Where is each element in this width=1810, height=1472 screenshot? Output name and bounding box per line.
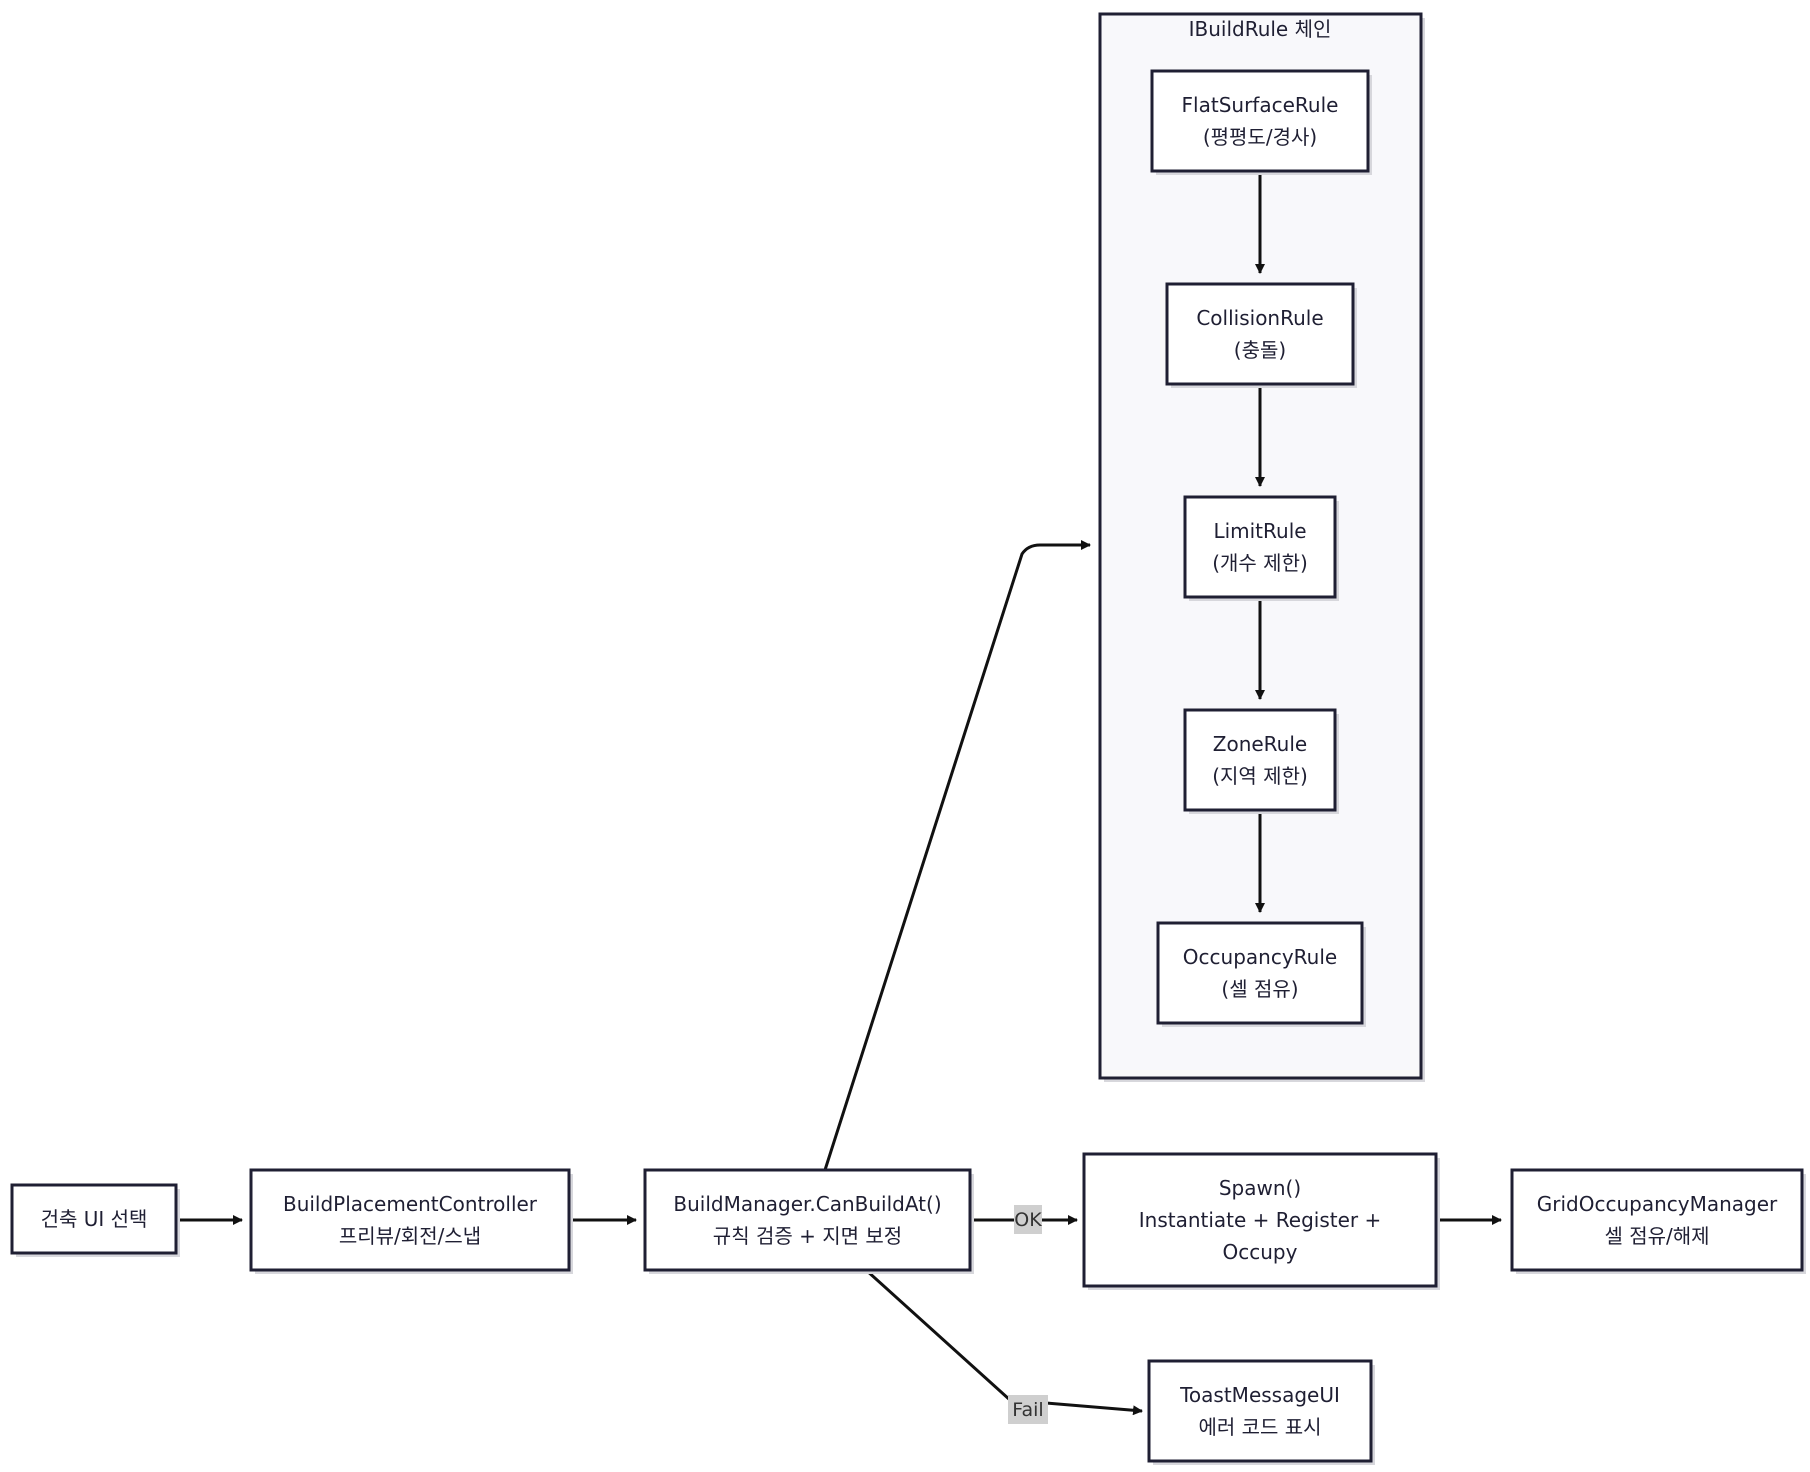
node-label-line: 에러 코드 표시: [1198, 1415, 1321, 1439]
node-grid-occupancy-manager: GridOccupancyManager 셀 점유/해제: [1510, 1168, 1806, 1274]
svg-text:CollisionRule(충돌): CollisionRule (충돌): [1196, 306, 1323, 362]
node-label-line: Occupy: [1223, 1240, 1298, 1264]
svg-text:BuildManager.CanBuildAt()규칙 검증: BuildManager.CanBuildAt() 규칙 검증 + 지면 보정: [673, 1192, 941, 1248]
node-label-line: (지역 제한): [1212, 764, 1308, 788]
node-label-line: Instantiate + Register +: [1139, 1208, 1382, 1232]
node-build-manager: BuildManager.CanBuildAt() 규칙 검증 + 지면 보정: [643, 1168, 974, 1274]
nodes: 건축 UI 선택 BuildPlacementController 프리뷰/회전/…: [10, 69, 1806, 1465]
node-toast-message-ui: ToastMessageUI 에러 코드 표시: [1147, 1359, 1375, 1465]
node-label-line: (충돌): [1234, 338, 1286, 362]
node-label-line: (셀 점유): [1221, 977, 1298, 1001]
node-label-line: FlatSurfaceRule: [1182, 93, 1339, 117]
node-label-line: LimitRule: [1213, 519, 1306, 543]
svg-text:OccupancyRule(셀 점유): OccupancyRule (셀 점유): [1183, 945, 1337, 1001]
node-label-line: CollisionRule: [1196, 306, 1323, 330]
node-spawn: Spawn() Instantiate + Register + Occupy: [1082, 1152, 1440, 1290]
node-occupancy-rule: OccupancyRule (셀 점유): [1156, 921, 1366, 1027]
node-label-line: OccupancyRule: [1183, 945, 1337, 969]
edge-label-ok-text: OK: [1014, 1209, 1042, 1231]
group-title: IBuildRule 체인: [1189, 17, 1332, 41]
svg-text:LimitRule(개수 제한): LimitRule (개수 제한): [1212, 519, 1308, 575]
edge-manager-to-toast: [864, 1268, 1143, 1416]
svg-text:건축 UI 선택: 건축 UI 선택: [41, 1207, 148, 1231]
svg-text:Spawn()Instantiate + Register: Spawn() Instantiate + Register + Occupy: [1139, 1176, 1382, 1264]
node-label-line: Spawn(): [1219, 1176, 1301, 1200]
node-label-line: BuildManager.CanBuildAt(): [673, 1192, 941, 1216]
edges: [176, 171, 1502, 1416]
node-limit-rule: LimitRule (개수 제한): [1183, 495, 1339, 601]
svg-text:FlatSurfaceRule(평평도/경사): FlatSurfaceRule (평평도/경사): [1182, 93, 1339, 149]
node-label-line: (평평도/경사): [1203, 125, 1317, 149]
node-label-line: ToastMessageUI: [1179, 1383, 1340, 1407]
node-label-line: GridOccupancyManager: [1537, 1192, 1778, 1216]
svg-text:ZoneRule(지역 제한): ZoneRule (지역 제한): [1212, 732, 1308, 788]
node-build-placement-controller: BuildPlacementController 프리뷰/회전/스냅: [249, 1168, 573, 1274]
edge-label-ok: OK: [1014, 1205, 1042, 1234]
node-zone-rule: ZoneRule (지역 제한): [1183, 708, 1339, 814]
node-label-line: BuildPlacementController: [283, 1192, 538, 1216]
node-label-line: 규칙 검증 + 지면 보정: [713, 1224, 902, 1248]
node-select-ui: 건축 UI 선택: [10, 1183, 180, 1257]
edge-label-fail: Fail: [1008, 1395, 1048, 1424]
node-flat-surface-rule: FlatSurfaceRule (평평도/경사): [1150, 69, 1372, 175]
node-label-line: 건축 UI 선택: [41, 1207, 148, 1231]
node-label-line: ZoneRule: [1213, 732, 1307, 756]
node-collision-rule: CollisionRule (충돌): [1165, 282, 1357, 388]
node-label-line: 셀 점유/해제: [1604, 1224, 1709, 1248]
node-label-line: (개수 제한): [1212, 551, 1308, 575]
edge-manager-to-rule-chain: [823, 540, 1091, 1171]
edge-label-fail-text: Fail: [1012, 1399, 1043, 1421]
node-label-line: 프리뷰/회전/스냅: [339, 1224, 481, 1248]
